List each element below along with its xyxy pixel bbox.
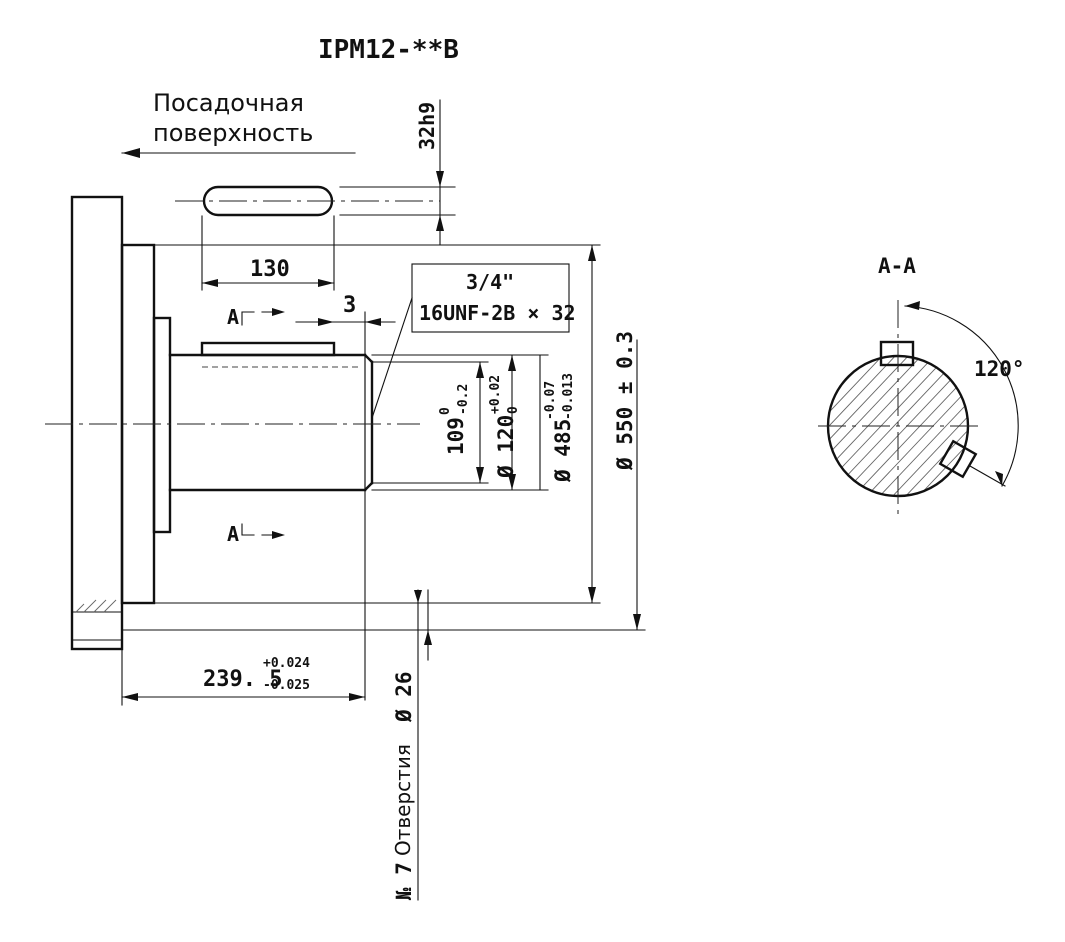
dim-120-base: Ø 120 xyxy=(494,415,518,479)
section-mark-bottom: A xyxy=(227,522,285,546)
dim-485: Ø 485 -0.07 -0.013 xyxy=(539,354,576,491)
dim-485-base: Ø 485 xyxy=(551,419,575,483)
key-length-dimension: 130 xyxy=(201,257,335,287)
holes-callout: № 7 Отверстия Ø 26 xyxy=(391,589,432,901)
holes-word: Отверстия xyxy=(391,744,415,856)
dim-109-lower: -0.2 xyxy=(456,384,471,415)
hatch-line xyxy=(681,352,821,500)
key-offset-text: 3 xyxy=(343,293,356,318)
hatch-line xyxy=(875,356,968,496)
dim-120-lower: 0 xyxy=(506,406,521,414)
drawing-title: IPM12-**B xyxy=(318,35,459,65)
extension-lines xyxy=(121,244,646,631)
dim-120: Ø 120 +0.02 0 xyxy=(488,354,521,491)
thread-callout: 3/4" 16UNF-2B × 32 xyxy=(371,263,576,419)
seat-label-line-2: поверхность xyxy=(153,119,313,147)
thread-line-1: 3/4" xyxy=(466,270,514,294)
holes-diameter: Ø 26 xyxy=(392,671,416,723)
hatch-line xyxy=(901,356,968,496)
hatch-line xyxy=(914,356,968,496)
section-title: A-A xyxy=(878,254,916,278)
dim-485-lower: -0.013 xyxy=(561,373,576,420)
key-length-text: 130 xyxy=(250,257,290,282)
dim-109: 109 0 -0.2 xyxy=(438,361,484,484)
flange-hole-hatch xyxy=(75,599,117,613)
dim-550: Ø 550 ± 0.3 xyxy=(588,244,641,631)
key-width-text: 32h9 xyxy=(415,102,439,150)
hatch-line xyxy=(668,352,808,500)
dim-550-text: Ø 550 ± 0.3 xyxy=(613,331,637,471)
section-mark-bottom-letter: A xyxy=(227,522,239,546)
dim-485-upper: -0.07 xyxy=(543,381,558,420)
seat-surface-label: Посадочная поверхность xyxy=(121,89,356,158)
seat-label-line-1: Посадочная xyxy=(153,89,304,117)
key-offset-dimension: 3 xyxy=(295,293,396,701)
dim-239-5-lower: -0.025 xyxy=(263,678,310,693)
hatch-line xyxy=(828,356,835,496)
section-key-side xyxy=(938,439,978,479)
dim-120-upper: +0.02 xyxy=(488,375,503,414)
dim-239-5: 239. 5 +0.024 -0.025 xyxy=(121,649,366,706)
section-key-top xyxy=(879,340,915,367)
dim-109-upper: 0 xyxy=(438,407,453,415)
hatch-line xyxy=(828,356,887,496)
thread-line-2: 16UNF-2B × 32 xyxy=(419,301,576,325)
dim-109-base: 109 xyxy=(444,417,468,455)
section-mark-top-letter: A xyxy=(227,305,239,329)
dim-239-5-base: 239. 5 xyxy=(203,667,282,692)
key-width-dimension: 32h9 xyxy=(415,99,444,246)
section-mark-top: A xyxy=(227,305,285,329)
holes-prefix: № 7 xyxy=(392,862,416,901)
key-slot xyxy=(175,185,456,291)
section-angle: 120° xyxy=(974,357,1025,381)
shaft xyxy=(168,341,374,492)
dim-239-5-upper: +0.024 xyxy=(263,656,310,671)
section-a-a: A-A 120° xyxy=(668,254,1025,518)
flange xyxy=(70,195,172,651)
